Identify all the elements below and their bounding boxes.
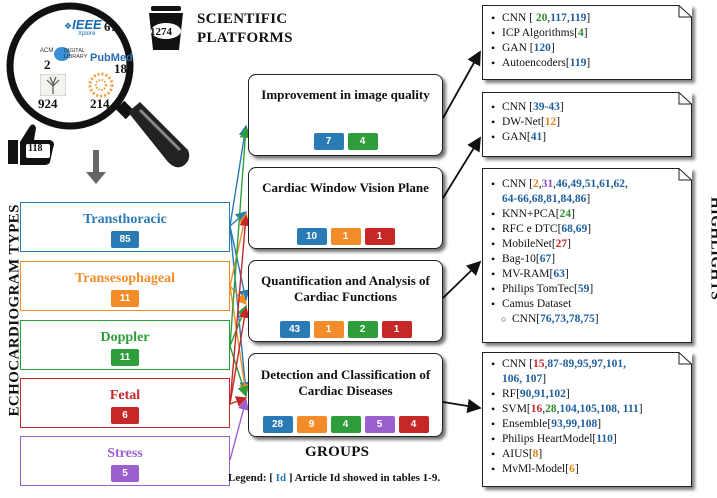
- group-image-quality[interactable]: Improvement in image quality 7 4: [248, 74, 443, 156]
- group-badges-image-quality: 7 4: [249, 133, 442, 150]
- ieee-logo: ❖IEEE: [64, 17, 102, 32]
- list-item: CNN [ 20,117,119]: [491, 11, 590, 26]
- group-cardiac-window[interactable]: Cardiac Window Vision Plane 10 1 1: [248, 167, 443, 249]
- legend-suffix: ] Article Id showed in tables 1-9.: [286, 472, 441, 484]
- badge-doppler: 4: [330, 416, 361, 433]
- type-name-stress: Stress: [107, 446, 143, 461]
- acm-globe-icon: [54, 47, 70, 61]
- type-fetal[interactable]: Fetal 6: [20, 378, 230, 428]
- thumb-count: 118: [28, 143, 43, 154]
- type-count-stress: 5: [111, 465, 139, 482]
- type-transesophageal[interactable]: Transesophageal 11: [20, 261, 230, 311]
- type-name-transthoracic: Transthoracic: [83, 212, 167, 227]
- list-item: Bag-10[67]: [491, 252, 628, 267]
- list-item: MV-RAM[63]: [491, 267, 628, 282]
- group-title-image-quality: Improvement in image quality: [261, 87, 430, 102]
- type-count-fetal: 6: [111, 407, 139, 424]
- trash-bin-icon: [149, 6, 183, 50]
- list-item: AIUS[8]: [491, 447, 643, 462]
- list-item: GAN [120]: [491, 41, 590, 56]
- list-item: CNN[76,73,78,75]: [501, 312, 628, 327]
- group-title-quantification: Quantification and Analysis of Cardiac F…: [261, 273, 430, 304]
- legend: Legend: [ Id ] Article Id showed in tabl…: [228, 472, 440, 484]
- acm-count: 2: [44, 57, 51, 72]
- type-transthoracic[interactable]: Transthoracic 85: [20, 202, 230, 252]
- highlights-label: HIGHLIGHTS: [707, 196, 717, 301]
- thumbs-up-icon: [8, 124, 54, 165]
- elsevier-tree-icon: [40, 74, 66, 96]
- list-item: Philips HeartModel[110]: [491, 432, 643, 447]
- type-stress[interactable]: Stress 5: [20, 436, 230, 486]
- xplore-logo-text: Xplore: [78, 31, 96, 37]
- badge-doppler: 4: [347, 133, 378, 150]
- list-item: KNN+PCA[24]: [491, 207, 628, 222]
- list-item: Camus Dataset: [491, 297, 628, 312]
- highlight-arrows: [442, 50, 482, 414]
- list-item: RFC e DTC[68,69]: [491, 222, 628, 237]
- list-item: Autoencoders[119]: [491, 56, 590, 71]
- platforms-title-line1: SCIENTIFIC: [197, 11, 288, 27]
- list-item: ICP Algorithms[4]: [491, 26, 590, 41]
- badge-fetal: 1: [381, 321, 412, 338]
- group-badges-cardiac-window: 10 1 1: [249, 228, 442, 245]
- highlight-note-cardiac-window: CNN [39-43] DW-Net[12] GAN[41]: [482, 92, 692, 157]
- badge-transesophageal: 9: [296, 416, 327, 433]
- springer-logo-icon: [88, 72, 114, 98]
- badge-stress: 5: [364, 416, 395, 433]
- badge-fetal: 1: [364, 228, 395, 245]
- group-title-detection: Detection and Classification of Cardiac …: [260, 367, 431, 398]
- springer-count: 214: [90, 96, 110, 111]
- badge-doppler: 2: [347, 321, 378, 338]
- highlight-note-quantification: CNN [2,31,46,49,51,61,62,64-66,68,81,84,…: [482, 168, 692, 343]
- type-name-transesophageal: Transesophageal: [74, 271, 176, 286]
- down-arrow-icon: [86, 150, 106, 184]
- badge-transthoracic: 43: [279, 321, 310, 338]
- list-item: RF[90,91,102]: [491, 387, 643, 402]
- group-quantification[interactable]: Quantification and Analysis of Cardiac F…: [248, 260, 443, 342]
- type-count-doppler: 11: [111, 349, 139, 366]
- elsevier-count: 924: [38, 96, 58, 111]
- type-name-fetal: Fetal: [109, 388, 141, 403]
- list-item: CNN [2,31,46,49,51,61,62,64-66,68,81,84,…: [491, 177, 628, 207]
- type-count-transthoracic: 85: [111, 231, 139, 248]
- list-item: Philips TomTec[59]: [491, 282, 628, 297]
- list-item: MvMl-Model[6]: [491, 462, 643, 477]
- list-item: GAN[41]: [491, 130, 564, 145]
- group-badges-detection: 28 9 4 5 4: [249, 416, 442, 433]
- stress-links: [229, 398, 249, 461]
- group-title-cardiac-window: Cardiac Window Vision Plane: [262, 180, 429, 195]
- pubmed-count: 185: [114, 61, 134, 76]
- list-item: CNN [15,87-89,95,97,101,106, 107]: [491, 357, 643, 387]
- list-item: SVM[16,28,104,105,108, 111]: [491, 402, 643, 417]
- legend-prefix: Legend: [: [228, 472, 276, 484]
- badge-transesophageal: 1: [330, 228, 361, 245]
- list-item: Ensemble[93,99,108]: [491, 417, 643, 432]
- ieee-count: 67: [104, 19, 117, 34]
- pubmed-logo: PubMed: [90, 52, 133, 64]
- list-item: CNN [39-43]: [491, 100, 564, 115]
- badge-transthoracic: 7: [313, 133, 344, 150]
- legend-id: Id: [275, 472, 287, 484]
- group-detection[interactable]: Detection and Classification of Cardiac …: [248, 353, 443, 437]
- trash-count: 1274: [150, 26, 172, 38]
- badge-transesophageal: 1: [313, 321, 344, 338]
- list-item: MobileNet[27]: [491, 237, 628, 252]
- type-doppler[interactable]: Doppler 11: [20, 320, 230, 370]
- magnifier-icon: [6, 2, 190, 168]
- scientific-platforms-title: SCIENTIFIC PLATFORMS: [197, 10, 317, 48]
- group-badges-quantification: 43 1 2 1: [249, 321, 442, 338]
- groups-label: GROUPS: [305, 444, 370, 460]
- badge-fetal: 4: [398, 416, 429, 433]
- platforms-title-line2: PLATFORMS: [197, 30, 293, 46]
- acm-logo: ACM: [40, 48, 54, 54]
- list-item: DW-Net[12]: [491, 115, 564, 130]
- badge-transthoracic: 28: [262, 416, 293, 433]
- highlight-note-detection: CNN [15,87-89,95,97,101,106, 107] RF[90,…: [482, 352, 692, 487]
- type-count-transesophageal: 11: [111, 290, 139, 307]
- acm-library-text: DIGITAL LIBRARY: [64, 48, 88, 60]
- type-name-doppler: Doppler: [100, 330, 150, 345]
- highlight-note-image-quality: CNN [ 20,117,119] ICP Algorithms[4] GAN …: [482, 5, 692, 80]
- badge-transthoracic: 10: [296, 228, 327, 245]
